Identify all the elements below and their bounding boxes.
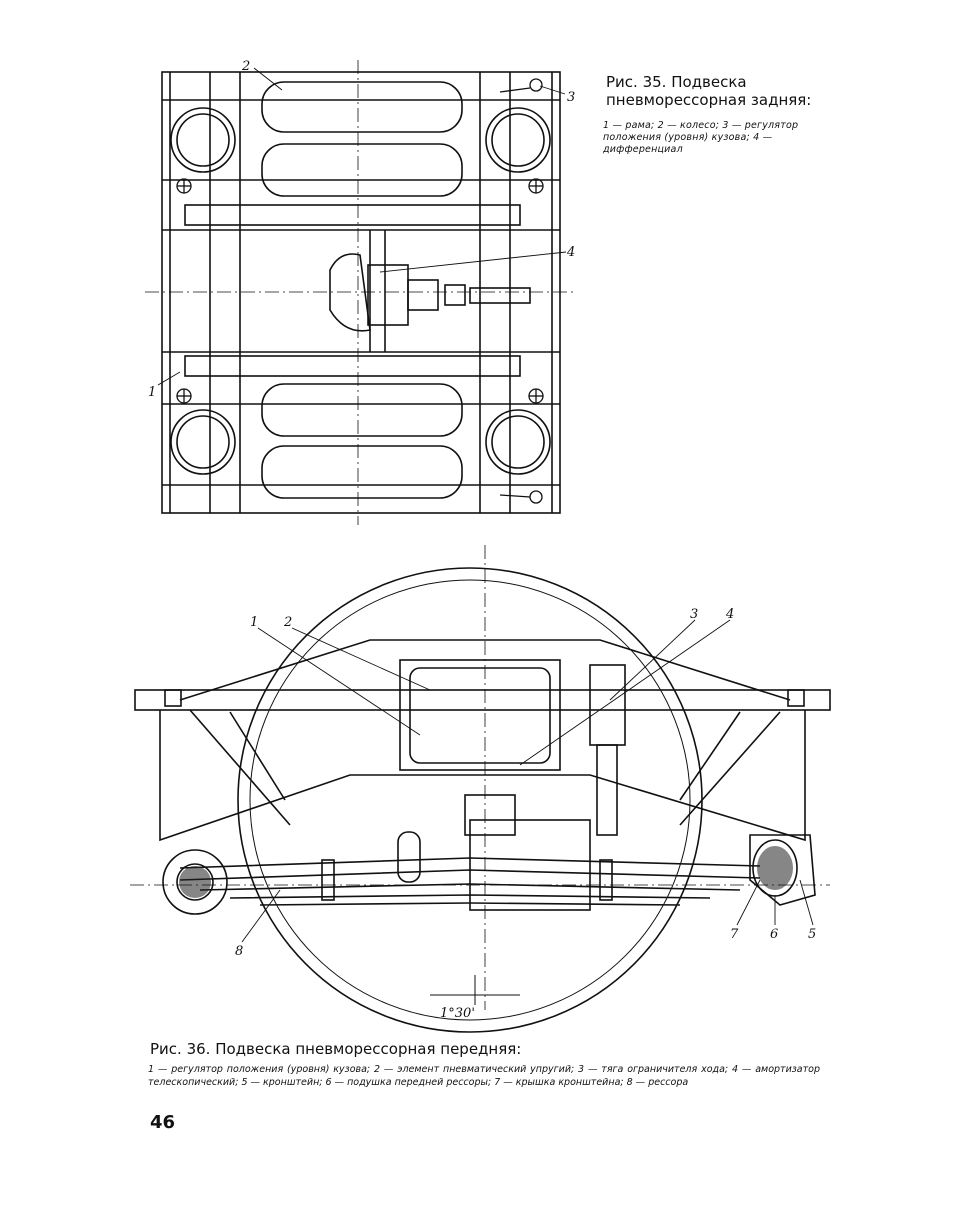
fig35-callout-3: 3 <box>567 90 575 105</box>
fig36-callout-8: 8 <box>235 944 243 959</box>
figure-36-caption-title: Рис. 36. Подвеска пневморессорная передн… <box>150 1040 522 1058</box>
fig36-callout-3: 3 <box>690 607 698 622</box>
page-number: 46 <box>150 1112 176 1133</box>
fig36-callout-2: 2 <box>283 615 292 630</box>
fig36-callout-4: 4 <box>725 607 734 622</box>
fig35-callout-1: 1 <box>148 385 156 400</box>
figure-35-caption-legend: 1 — рама; 2 — колесо; 3 — регулятор поло… <box>603 120 799 155</box>
fig35-callout-2: 2 <box>241 59 250 74</box>
fig35-callout-4: 4 <box>566 245 575 260</box>
figure-36-caption-legend: 1 — регулятор положения (уровня) кузова;… <box>148 1064 820 1088</box>
fig36-callout-1: 1 <box>250 615 258 630</box>
figure-35-caption-title: Рис. 35. Подвеска пневморессорная задняя… <box>606 73 812 109</box>
fig36-callout-5: 5 <box>808 927 816 942</box>
fig36-callout-7: 7 <box>730 927 739 942</box>
fig36-angle-label: 1°30' <box>440 1006 475 1021</box>
fig36-callout-6: 6 <box>770 927 778 942</box>
